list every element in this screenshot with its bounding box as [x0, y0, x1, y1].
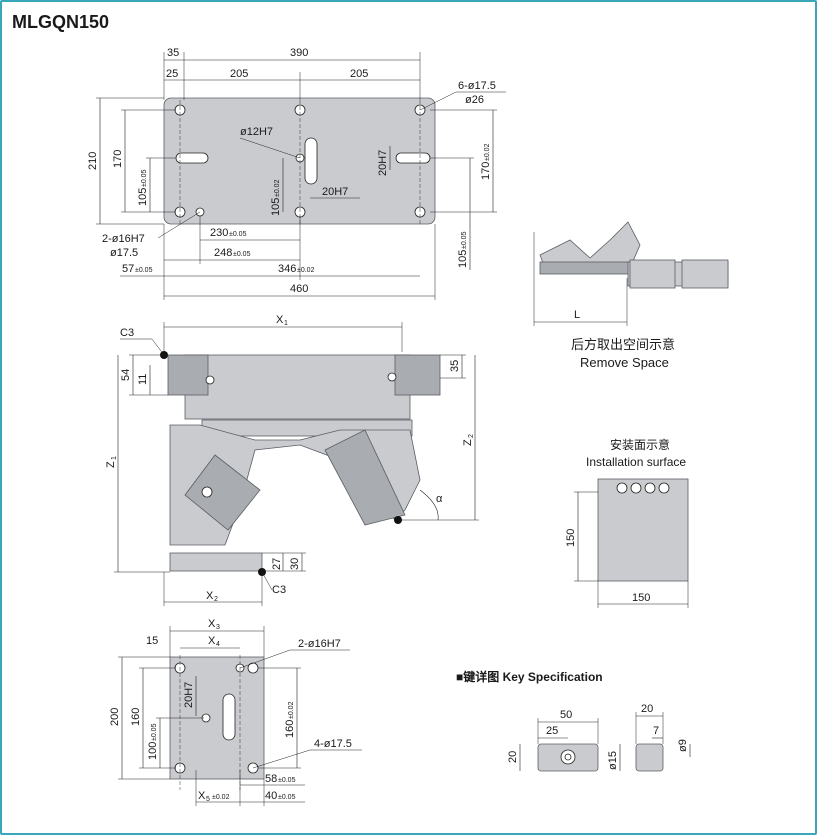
- install-height: 150: [565, 529, 577, 547]
- remove-space-diagram: L 后方取出空间示意 Remove Space: [533, 221, 729, 370]
- install-plate: [597, 478, 689, 582]
- dim-35: 35: [167, 47, 179, 59]
- dim-40: 40: [265, 790, 277, 802]
- label-2-pins-16h7: 2-ø16H7: [102, 233, 145, 245]
- dim-205-right: 205: [350, 68, 368, 80]
- dim-x2: X: [206, 590, 214, 602]
- dim-x2-sub: 2: [214, 596, 218, 603]
- key-dim-7: 7: [653, 725, 659, 737]
- dim-230: 230: [210, 227, 228, 239]
- remove-space-en: Remove Space: [580, 355, 669, 370]
- key-dim-9: ø9: [677, 739, 689, 752]
- label-c3-top: C3: [120, 327, 134, 339]
- dim-57-tol: ±0.05: [135, 267, 153, 274]
- dim-z2-sub: 2: [468, 434, 475, 438]
- label-4-holes: 4-ø17.5: [314, 738, 352, 750]
- dim-z1-sub: 1: [111, 456, 118, 460]
- label-cbore-26: ø26: [465, 94, 484, 106]
- key-side: [635, 743, 664, 772]
- dim-30: 30: [289, 558, 301, 570]
- dim-15: 15: [146, 635, 158, 647]
- dim-230-tol: ±0.05: [229, 231, 247, 238]
- dim-105-left-tol: ±0.05: [141, 169, 148, 187]
- dim-210: 210: [87, 152, 99, 170]
- dim-27: 27: [271, 558, 283, 570]
- dim-20h7-right: 20H7: [377, 150, 389, 176]
- dim-105-right-tol: ±0.05: [461, 231, 468, 249]
- dim-105-right: 105: [457, 250, 469, 268]
- dim-l: L: [574, 309, 580, 321]
- dim-58-tol: ±0.05: [278, 777, 296, 784]
- label-pin-12h7: ø12H7: [240, 126, 273, 138]
- top-view: 35 390 25 205 205 210 170 105 ±0.05 105 …: [87, 47, 506, 300]
- dim-25: 25: [166, 68, 178, 80]
- remove-space-zh: 后方取出空间示意: [571, 337, 675, 352]
- front-view: X 1 C3 54 11 Z 1 35 Z 2 α 27: [105, 314, 479, 606]
- dim-x4: X: [208, 635, 216, 647]
- dim-160-right: 160: [284, 720, 296, 738]
- top-holes: [174, 104, 431, 218]
- dim-346-tol: ±0.02: [297, 267, 315, 274]
- dim-11: 11: [137, 374, 149, 385]
- key-spec-header: ■键详图 Key Specification: [456, 669, 603, 684]
- dim-x5-sub: 5: [206, 796, 210, 803]
- dim-z1: Z: [105, 461, 117, 468]
- dim-100: 100: [147, 742, 159, 760]
- label-hole-17-5: ø17.5: [110, 247, 138, 259]
- key-dim-15: ø15: [607, 751, 619, 770]
- dim-x3: X: [208, 618, 216, 630]
- installation-surface: 安装面示意 Installation surface 150 150: [565, 437, 689, 608]
- dim-200: 200: [109, 708, 121, 726]
- bottom-view: X 3 X 4 15 2-ø16H7 20H7 200 160 100 ±0.0…: [109, 618, 362, 806]
- key-dim-20-side: 20: [641, 703, 653, 715]
- dim-z2: Z: [462, 439, 474, 446]
- label-6-holes: 6-ø17.5: [458, 80, 496, 92]
- front-top-block: [184, 354, 411, 420]
- key-spec: ■键详图 Key Specification 50 25 20 20 7 ø15…: [456, 669, 691, 772]
- dim-105-left: 105: [137, 188, 149, 206]
- label-2-pins-16h7-bottom: 2-ø16H7: [298, 638, 341, 650]
- label-c3-bottom: C3: [272, 584, 286, 596]
- model-title: MLGQN150: [12, 12, 110, 32]
- key-dim-25: 25: [546, 725, 558, 737]
- dim-160: 160: [130, 708, 142, 726]
- dim-390: 390: [290, 47, 308, 59]
- dim-35-right: 35: [449, 360, 461, 372]
- key-dim-50: 50: [560, 709, 572, 721]
- dim-346: 346: [278, 263, 296, 275]
- dim-105-mid: 105: [270, 198, 282, 216]
- dim-x1: X: [276, 314, 284, 326]
- dim-170-right-tol: ±0.02: [484, 143, 491, 161]
- dim-x3-sub: 3: [216, 624, 220, 631]
- install-zh: 安装面示意: [610, 437, 670, 452]
- install-en: Installation surface: [586, 455, 686, 469]
- install-width: 150: [632, 592, 650, 604]
- dim-x5: X: [198, 790, 206, 802]
- dim-57: 57: [122, 263, 134, 275]
- dim-x4-sub: 4: [216, 641, 220, 648]
- dim-170: 170: [112, 150, 124, 168]
- dim-105-mid-tol: ±0.02: [274, 179, 281, 197]
- dim-205-left: 205: [230, 68, 248, 80]
- dim-100-tol: ±0.05: [151, 723, 158, 741]
- label-alpha: α: [436, 493, 443, 505]
- dim-460: 460: [290, 283, 308, 295]
- dim-x1-sub: 1: [284, 320, 288, 327]
- dim-54: 54: [120, 369, 132, 381]
- label-slot-20h7: 20H7: [322, 186, 348, 198]
- dim-58: 58: [265, 773, 277, 785]
- dim-170-right: 170: [480, 162, 492, 180]
- key-dim-20: 20: [507, 751, 519, 763]
- dim-160-right-tol: ±0.02: [288, 701, 295, 719]
- dim-248: 248: [214, 247, 232, 259]
- dim-x5-tol: ±0.02: [212, 794, 230, 801]
- dim-248-tol: ±0.05: [233, 251, 251, 258]
- dim-40-tol: ±0.05: [278, 794, 296, 801]
- dim-20h7-bottom: 20H7: [183, 682, 195, 708]
